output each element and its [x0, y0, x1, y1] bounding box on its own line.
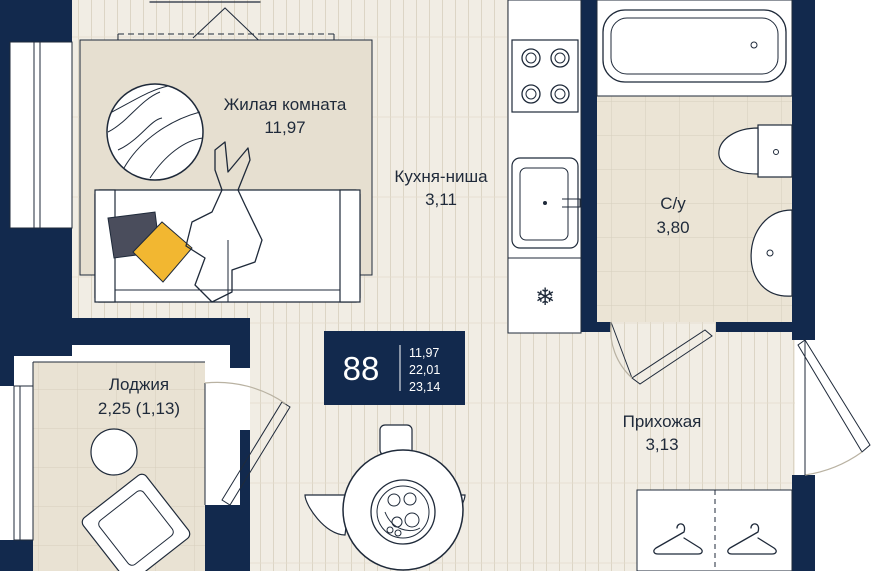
entrance-door [795, 339, 871, 476]
wall-living-bottom-left [72, 318, 250, 345]
wall-left-lower [0, 228, 72, 356]
kitchen-counter: ❄ [507, 0, 582, 334]
wall-bath-right [792, 0, 815, 340]
bathroom-sink [750, 209, 793, 297]
kitchen-area-value: 3,11 [425, 190, 457, 209]
loggia-area: 2,25 (1,13) [98, 399, 180, 418]
walls [0, 0, 815, 571]
total-with-loggia-value: 23,14 [409, 380, 440, 394]
loggia-door [204, 381, 291, 506]
wall-left-strip [0, 42, 10, 228]
dining-set [304, 424, 466, 571]
wall-loggia-right-pillar [240, 430, 250, 505]
living-room-name: Жилая комната [224, 95, 347, 114]
toilet [718, 124, 793, 178]
wall-loggia-left [0, 356, 14, 386]
hallway-name: Прихожая [623, 412, 702, 431]
living-area-value: 11,97 [409, 346, 439, 360]
hanger-icon [653, 523, 703, 555]
bathroom-area: 3,80 [656, 218, 689, 237]
loggia-name: Лоджия [109, 375, 169, 394]
wall-top-left [0, 0, 72, 42]
wall-loggia-left-bottom [0, 540, 33, 571]
fruit-bowl-icon [370, 479, 436, 545]
wall-bath-bottom-left [581, 322, 611, 332]
bathroom-name: С/у [660, 194, 686, 213]
wall-loggia-right-lower [205, 505, 250, 571]
wall-bath-left [581, 0, 597, 322]
total-area-value: 22,01 [409, 363, 440, 377]
stove [511, 39, 579, 113]
wardrobe [636, 489, 793, 571]
armchair [81, 473, 191, 571]
apartment-number: 88 [343, 350, 380, 387]
living-room-area: 11,97 [264, 118, 305, 137]
kitchen-sink [511, 157, 581, 249]
window-loggia [13, 385, 34, 541]
hanger-icon [727, 523, 777, 555]
bathtub [596, 0, 793, 97]
pillow-yellow [132, 221, 193, 283]
window-living [9, 41, 73, 229]
apartment-badge: 88 11,97 22,01 23,14 [324, 331, 465, 405]
wall-right-lower [792, 475, 815, 571]
bathroom-door [610, 321, 713, 385]
person [185, 141, 263, 303]
kitchen-name: Кухня-ниша [394, 167, 488, 186]
wall-living-corner [230, 318, 250, 368]
snowflake-icon: ❄ [535, 283, 555, 311]
sofa [94, 141, 361, 303]
wall-bath-bottom-right [716, 322, 798, 332]
hallway-area: 3,13 [645, 435, 678, 454]
round-table-living [106, 83, 204, 181]
loggia-table [90, 428, 138, 476]
